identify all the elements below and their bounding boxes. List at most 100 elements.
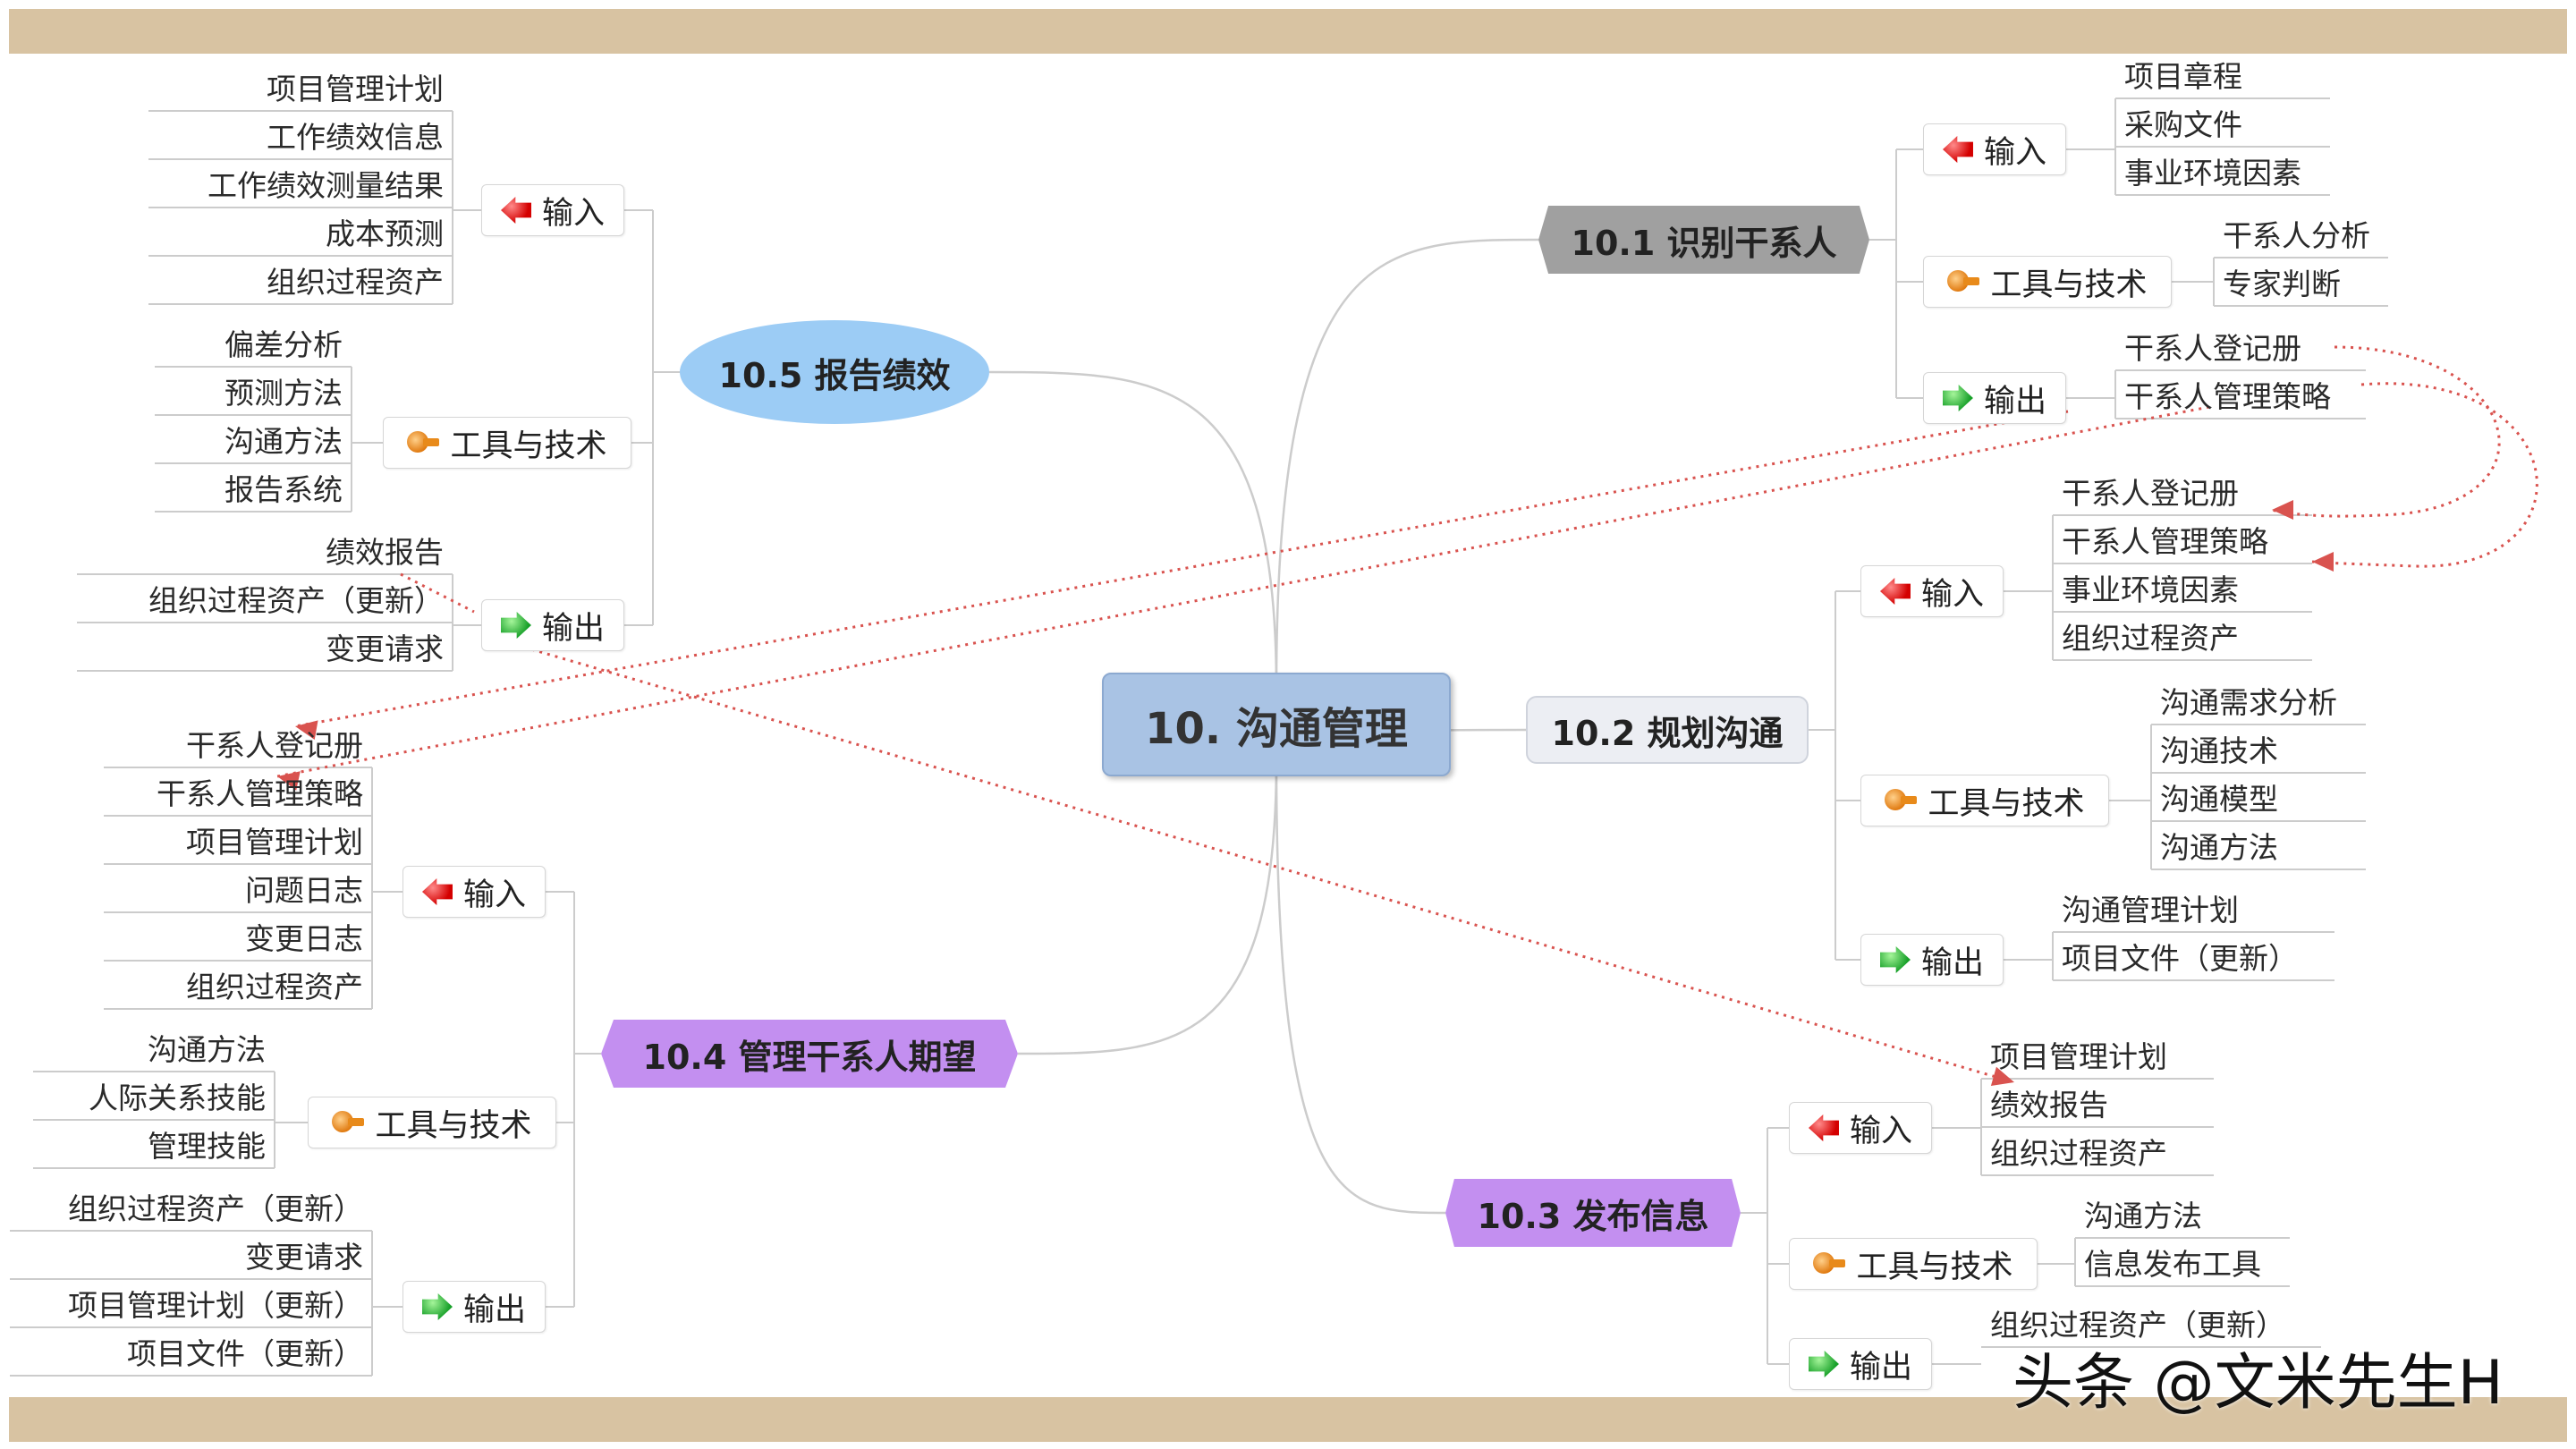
leaf-item[interactable]: 项目章程: [2124, 59, 2242, 94]
leaf-item[interactable]: 事业环境因素: [2062, 572, 2239, 607]
leaf-item[interactable]: 沟通模型: [2160, 782, 2278, 817]
category-output-p101[interactable]: 输出: [1923, 372, 2066, 424]
key-icon: [407, 431, 440, 454]
leaf-item[interactable]: 信息发布工具: [2084, 1247, 2261, 1282]
category-output-p104[interactable]: 输出: [402, 1281, 546, 1333]
category-tools-p102[interactable]: 工具与技术: [1860, 775, 2109, 826]
category-input-p102[interactable]: 输入: [1860, 565, 2004, 617]
red-arrow-icon: [500, 197, 531, 224]
leaf-item[interactable]: 项目文件（更新）: [127, 1336, 363, 1371]
key-icon: [332, 1111, 365, 1134]
leaf-item[interactable]: 组织过程资产（更新）: [1990, 1308, 2285, 1343]
leaf-item[interactable]: 干系人登记册: [2062, 476, 2239, 511]
leaf-item[interactable]: 采购文件: [2124, 107, 2242, 142]
leaf-item[interactable]: 管理技能: [148, 1129, 266, 1164]
leaf-item[interactable]: 变更请求: [326, 631, 444, 666]
topic-title: 10.4 管理干系人期望: [642, 1037, 977, 1077]
leaf-item[interactable]: 项目文件（更新）: [2062, 941, 2298, 976]
red-arrow-icon: [1942, 136, 1973, 163]
category-label: 工具与技术: [450, 428, 607, 464]
leaf-item[interactable]: 工作绩效测量结果: [208, 168, 444, 203]
leaf-item[interactable]: 沟通方法: [225, 424, 343, 459]
leaf-item[interactable]: 变更请求: [245, 1240, 363, 1275]
topic-p105[interactable]: 10.5 报告绩效: [680, 320, 989, 424]
category-label: 输出: [541, 610, 605, 647]
category-input-p103[interactable]: 输入: [1789, 1102, 1932, 1154]
branch-line: [988, 370, 1278, 690]
leaf-item[interactable]: 绩效报告: [1990, 1088, 2108, 1123]
flow-arrowhead: [277, 771, 301, 791]
leaf-item[interactable]: 变更日志: [245, 921, 363, 956]
category-tools-p103[interactable]: 工具与技术: [1789, 1238, 2038, 1290]
topic-p104[interactable]: 10.4 管理干系人期望: [601, 1020, 1018, 1088]
leaf-item[interactable]: 干系人管理策略: [2124, 379, 2331, 414]
green-arrow-icon: [1942, 385, 1973, 411]
flow-arrowhead: [2312, 552, 2334, 572]
category-label: 输入: [1983, 134, 2046, 171]
category-label: 输出: [1983, 383, 2046, 419]
leaf-item[interactable]: 预测方法: [225, 376, 343, 411]
leaf-item[interactable]: 组织过程资产: [1990, 1136, 2167, 1171]
leaf-item[interactable]: 项目管理计划（更新）: [68, 1288, 363, 1323]
leaf-item[interactable]: 成本预测: [326, 216, 444, 251]
topic-p102[interactable]: 10.2 规划沟通: [1526, 696, 1809, 764]
leaf-item[interactable]: 项目管理计划: [267, 72, 444, 106]
category-label: 输出: [1849, 1349, 1912, 1385]
leaf-item[interactable]: 报告系统: [225, 472, 343, 507]
green-arrow-icon: [421, 1293, 453, 1320]
topic-title: 10.5 报告绩效: [718, 355, 951, 395]
flow-line: [400, 572, 475, 614]
leaf-item[interactable]: 沟通管理计划: [2062, 893, 2239, 928]
branch-line: [1017, 759, 1278, 1055]
category-output-p105[interactable]: 输出: [481, 599, 624, 651]
category-tools-p101[interactable]: 工具与技术: [1923, 256, 2172, 308]
red-arrow-icon: [1808, 1114, 1839, 1141]
topic-p103[interactable]: 10.3 发布信息: [1445, 1179, 1741, 1247]
leaf-item[interactable]: 沟通方法: [2084, 1199, 2202, 1233]
leaf-item[interactable]: 人际关系技能: [89, 1080, 266, 1115]
category-tools-p105[interactable]: 工具与技术: [383, 417, 631, 469]
leaf-item[interactable]: 干系人管理策略: [2062, 524, 2268, 559]
leaf-item[interactable]: 组织过程资产: [2062, 621, 2239, 656]
leaf-item[interactable]: 干系人登记册: [186, 728, 363, 763]
red-arrow-icon: [1879, 578, 1911, 605]
category-output-p103[interactable]: 输出: [1789, 1338, 1932, 1390]
leaf-item[interactable]: 偏差分析: [225, 327, 343, 362]
leaf-item[interactable]: 组织过程资产: [186, 970, 363, 1004]
topic-title: 10.3 发布信息: [1477, 1196, 1709, 1236]
category-label: 输出: [1920, 945, 1984, 981]
leaf-item[interactable]: 绩效报告: [326, 535, 444, 570]
category-label: 工具与技术: [1990, 267, 2148, 303]
leaf-item[interactable]: 沟通方法: [2160, 830, 2278, 865]
leaf-item[interactable]: 沟通需求分析: [2160, 685, 2337, 720]
flow-arrowhead: [2272, 500, 2293, 520]
category-label: 工具与技术: [1928, 785, 2085, 822]
leaf-item[interactable]: 沟通方法: [148, 1032, 266, 1067]
topic-p101[interactable]: 10.1 识别干系人: [1538, 206, 1869, 274]
leaf-item[interactable]: 组织过程资产（更新）: [68, 1191, 363, 1226]
category-input-p104[interactable]: 输入: [402, 866, 546, 918]
leaf-item[interactable]: 组织过程资产（更新）: [148, 583, 444, 618]
leaf-item[interactable]: 事业环境因素: [2124, 156, 2301, 191]
category-tools-p104[interactable]: 工具与技术: [308, 1097, 556, 1148]
leaf-item[interactable]: 工作绩效信息: [267, 120, 444, 155]
leaf-item[interactable]: 专家判断: [2223, 267, 2341, 301]
leaf-item[interactable]: 问题日志: [245, 873, 363, 908]
leaf-item[interactable]: 干系人登记册: [2124, 331, 2301, 366]
leaf-item[interactable]: 组织过程资产: [267, 265, 444, 300]
leaf-item[interactable]: 干系人管理策略: [157, 776, 363, 811]
leaf-item[interactable]: 干系人分析: [2223, 218, 2370, 253]
leaf-item[interactable]: 项目管理计划: [1990, 1039, 2167, 1074]
key-icon: [1813, 1252, 1846, 1275]
category-output-p102[interactable]: 输出: [1860, 934, 2004, 986]
category-input-p101[interactable]: 输入: [1923, 123, 2066, 175]
flow-arrowhead: [295, 720, 318, 741]
leaf-item[interactable]: 沟通技术: [2160, 733, 2278, 768]
top-banner: [9, 9, 2567, 54]
category-label: 输入: [1920, 576, 1984, 613]
central-topic[interactable]: 10. 沟通管理: [1102, 673, 1451, 776]
leaf-item[interactable]: 项目管理计划: [186, 825, 363, 860]
green-arrow-icon: [1808, 1351, 1839, 1377]
category-input-p105[interactable]: 输入: [481, 184, 624, 236]
